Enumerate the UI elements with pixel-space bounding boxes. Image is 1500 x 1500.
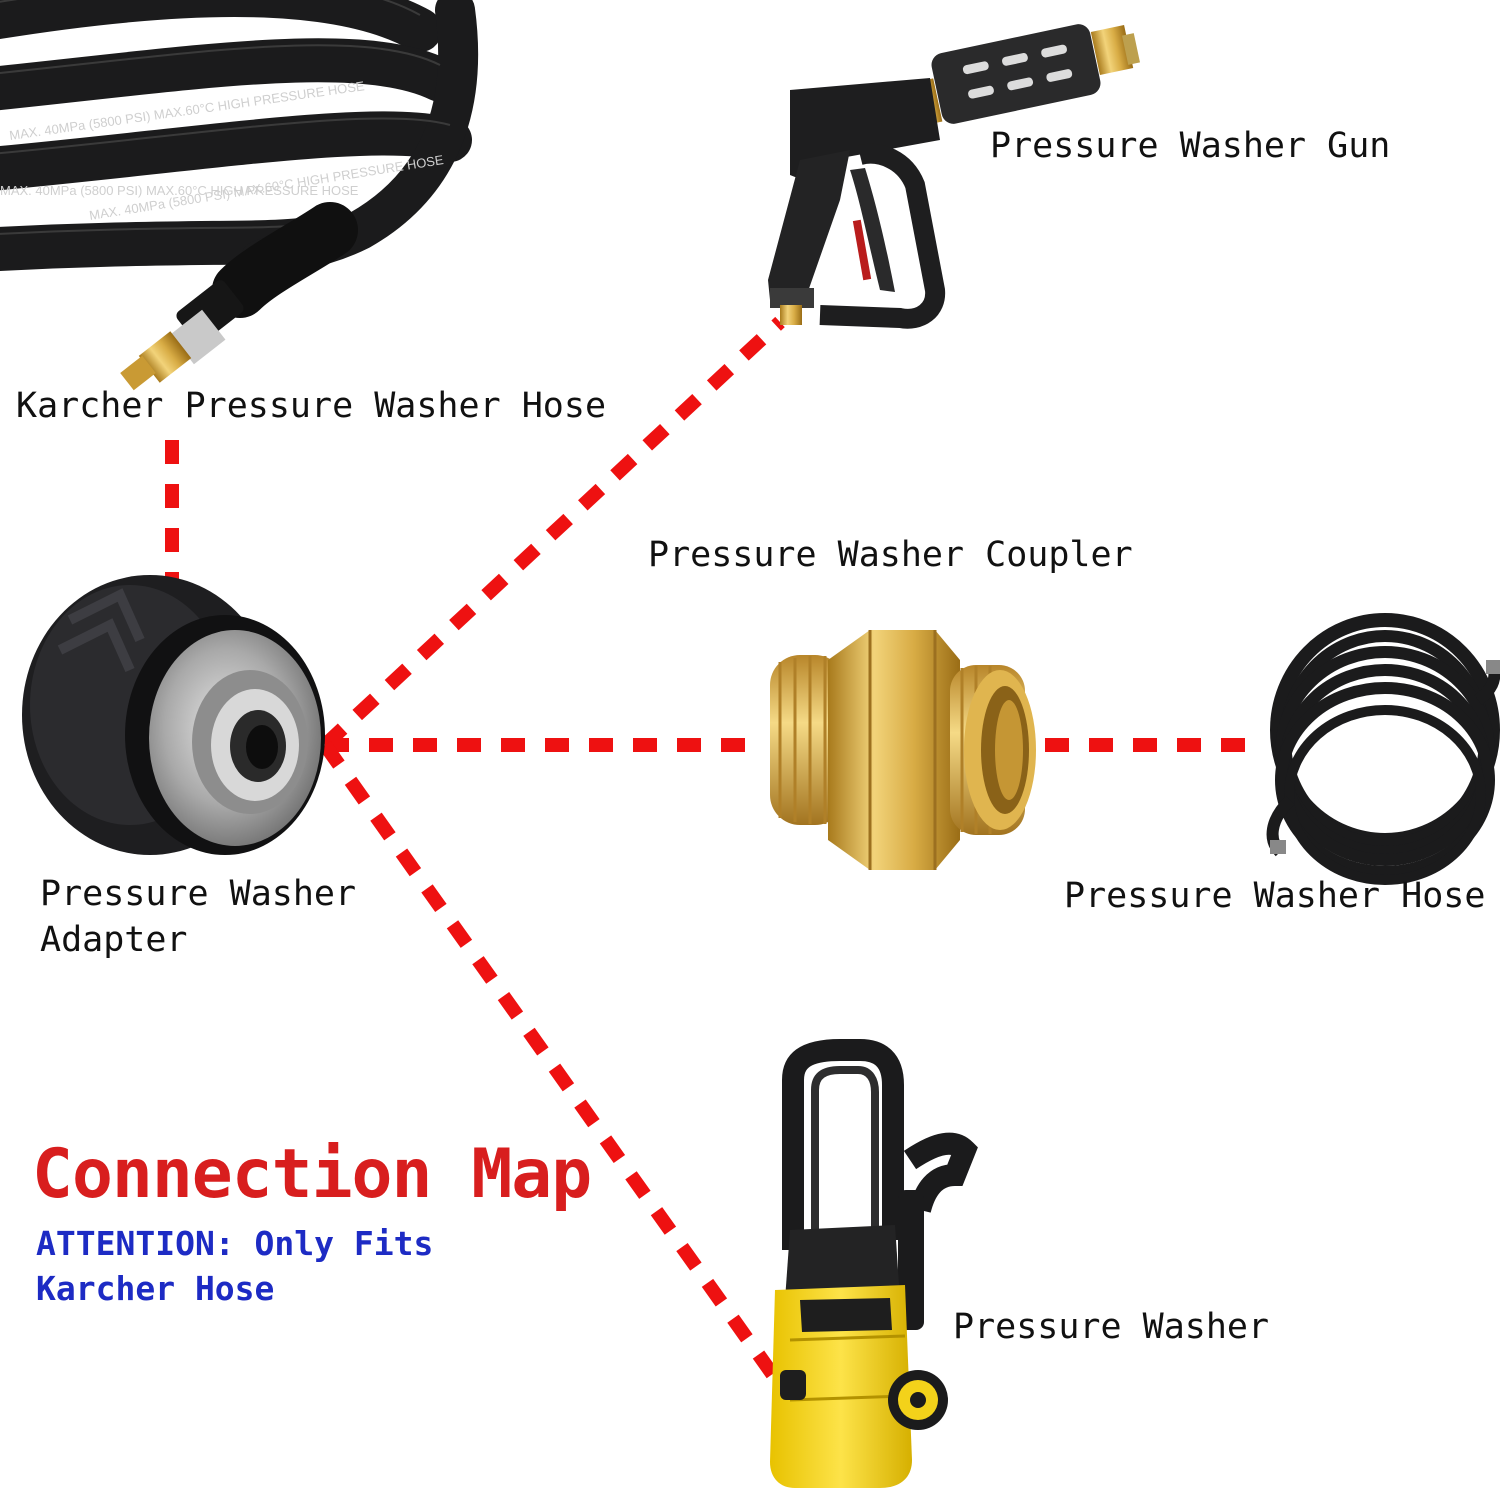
- adapter-icon: [22, 575, 325, 855]
- attention-line2: Karcher Hose: [36, 1268, 275, 1308]
- coiled-hose-icon: [1266, 613, 1500, 885]
- label-gun: Pressure Washer Gun: [990, 126, 1391, 166]
- label-hose: Pressure Washer Hose: [1064, 876, 1486, 916]
- connector-lines: [165, 316, 1255, 1425]
- hose-print-text-3: MAX. 40MPa (5800 PSI) MAX.60°C HIGH PRES…: [0, 183, 359, 198]
- connector-adapter-gun: [320, 316, 785, 751]
- label-karcher-hose: Karcher Pressure Washer Hose: [16, 386, 607, 426]
- brass-coupler-icon: [770, 630, 1036, 870]
- label-adapter-line2: Adapter: [40, 919, 188, 960]
- label-washer: Pressure Washer: [953, 1307, 1270, 1347]
- attention-line1: ATTENTION: Only Fits: [36, 1224, 434, 1263]
- spray-gun-icon: [768, 24, 1140, 329]
- connector-adapter-washer: [319, 740, 811, 1425]
- attention-note: ATTENTION: Only Fits Karcher Hose: [36, 1222, 433, 1311]
- label-adapter: Pressure Washer Adapter: [40, 872, 356, 963]
- page-title: Connection Map: [32, 1135, 592, 1214]
- label-adapter-line1: Pressure Washer: [40, 874, 357, 914]
- pressure-washer-icon: [770, 1039, 978, 1488]
- karcher-hose-icon: MAX. 40MPa (5800 PSI) MAX.60°C HIGH PRES…: [0, 0, 479, 391]
- label-coupler: Pressure Washer Coupler: [648, 535, 1133, 575]
